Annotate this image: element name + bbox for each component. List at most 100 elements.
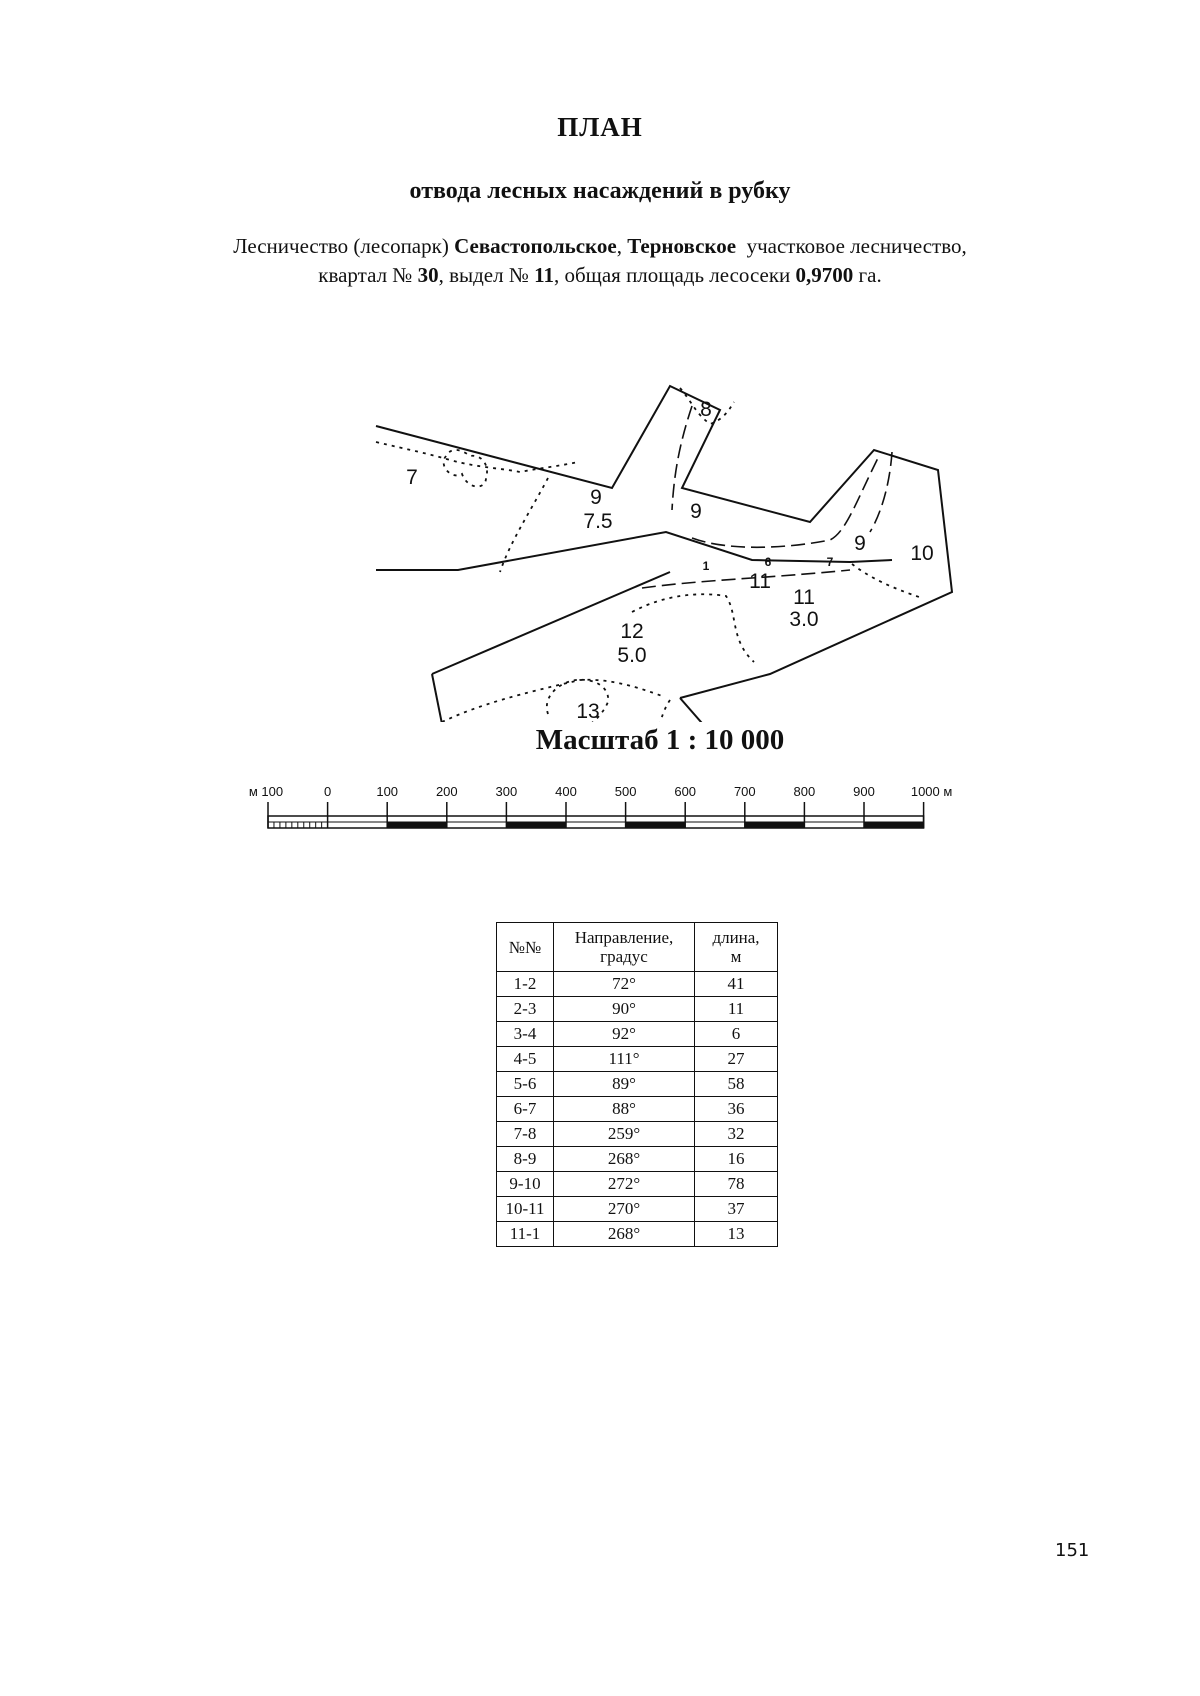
- header-text: м: [730, 947, 742, 966]
- vydel-number: 11: [534, 263, 554, 287]
- table-cell: 6-7: [496, 1096, 554, 1122]
- table-cell: 58: [694, 1071, 778, 1097]
- map-dashed-line: [869, 451, 893, 533]
- map-dashed-line: [641, 569, 851, 589]
- header-text: Направление,: [574, 928, 674, 947]
- map-dotted-line: [631, 593, 755, 663]
- scale-segment-filled: [864, 822, 924, 828]
- map-label: 8: [700, 398, 712, 421]
- map-label: 5.0: [617, 644, 646, 667]
- info-text: га.: [853, 263, 882, 287]
- scale-title: Масштаб 1 : 10 000: [535, 724, 785, 756]
- map-label: 11: [749, 570, 771, 593]
- table-header-cell: длина,м: [694, 922, 778, 972]
- table-cell: 89°: [553, 1071, 695, 1097]
- map-label: 12: [620, 620, 643, 643]
- table-cell: 270°: [553, 1196, 695, 1222]
- table-cell: 36: [694, 1096, 778, 1122]
- map-dotted-line: [659, 699, 671, 722]
- table-cell: 37: [694, 1196, 778, 1222]
- table-cell: 7-8: [496, 1121, 554, 1147]
- page-subtitle: отвода лесных насаждений в рубку: [409, 178, 791, 204]
- page-title: ПЛАН: [557, 112, 643, 142]
- header-text: №№: [508, 937, 542, 957]
- plot-map: 7 8 9 7.5 9 9 10 11 11 3.0 12 5.0 13 1 6…: [375, 384, 954, 722]
- map-dotted-line: [545, 678, 609, 722]
- map-label: 7: [406, 466, 418, 489]
- map-label: 10: [910, 542, 933, 565]
- scale-label: 900: [853, 784, 875, 799]
- info-text: Лесничество (лесопарк): [233, 234, 455, 258]
- table-cell: 92°: [553, 1021, 695, 1047]
- table-cell: 3-4: [496, 1021, 554, 1047]
- table-cell: 11-1: [496, 1221, 554, 1247]
- scale-label: 0: [324, 784, 331, 799]
- table-cell: 111°: [553, 1046, 695, 1072]
- plot-info-line-1: Лесничество (лесопарк) Севастопольское, …: [0, 232, 1200, 261]
- map-label: 11: [793, 586, 815, 609]
- map-dashed-line: [671, 405, 693, 511]
- district-name: Терновское: [627, 234, 737, 258]
- header-text: длина,: [712, 928, 760, 947]
- map-boundary: [679, 697, 703, 722]
- map-label: 9: [690, 500, 702, 523]
- table-cell: 13: [694, 1221, 778, 1247]
- map-boundary: [431, 571, 671, 675]
- table-cell: 2-3: [496, 996, 554, 1022]
- scale-label: 600: [674, 784, 696, 799]
- table-cell: 5-6: [496, 1071, 554, 1097]
- table-cell: 78: [694, 1171, 778, 1197]
- table-cell: 6: [694, 1021, 778, 1047]
- info-text: , общая площадь лесосеки: [553, 263, 796, 287]
- scale-label: 800: [794, 784, 816, 799]
- map-dotted-line: [442, 449, 488, 488]
- table-cell: 72°: [553, 971, 695, 997]
- map-label: 7.5: [583, 510, 612, 533]
- scale-segment-filled: [744, 822, 805, 828]
- map-label: 9: [590, 486, 602, 509]
- table-cell: 88°: [553, 1096, 695, 1122]
- plot-info-line-2: квартал № 30, выдел № 11, общая площадь …: [0, 261, 1200, 290]
- table-header-cell: Направление,градус: [553, 922, 695, 972]
- table-cell: 41: [694, 971, 778, 997]
- map-dashed-line: [691, 457, 879, 549]
- info-text: квартал №: [318, 263, 418, 287]
- map-label: 13: [576, 700, 599, 722]
- map-dotted-line: [441, 678, 663, 722]
- map-dotted-line: [851, 563, 923, 599]
- table-cell: 10-11: [496, 1196, 554, 1222]
- map-label: 3.0: [789, 608, 818, 631]
- table-cell: 259°: [553, 1121, 695, 1147]
- area-value: 0,9700: [795, 263, 854, 287]
- table-header-row: №№ Направление,градус длина,м: [496, 922, 778, 972]
- table-cell: 1-2: [496, 971, 554, 997]
- point-label: 7: [827, 555, 834, 569]
- map-boundary: [376, 530, 893, 571]
- info-sep: ,: [616, 234, 628, 258]
- scale-label: 300: [496, 784, 518, 799]
- table-cell: 268°: [553, 1146, 695, 1172]
- table-cell: 32: [694, 1121, 778, 1147]
- scale-label: 1000 м: [911, 784, 953, 799]
- page-number: 151: [1055, 1540, 1090, 1561]
- map-label: 9: [854, 532, 866, 555]
- table-cell: 8-9: [496, 1146, 554, 1172]
- scale-label: 100: [376, 784, 398, 799]
- table-cell: 9-10: [496, 1171, 554, 1197]
- info-text: участковое лесничество,: [736, 234, 967, 258]
- table-header-cell: №№: [496, 922, 554, 972]
- kvartal-number: 30: [417, 263, 439, 287]
